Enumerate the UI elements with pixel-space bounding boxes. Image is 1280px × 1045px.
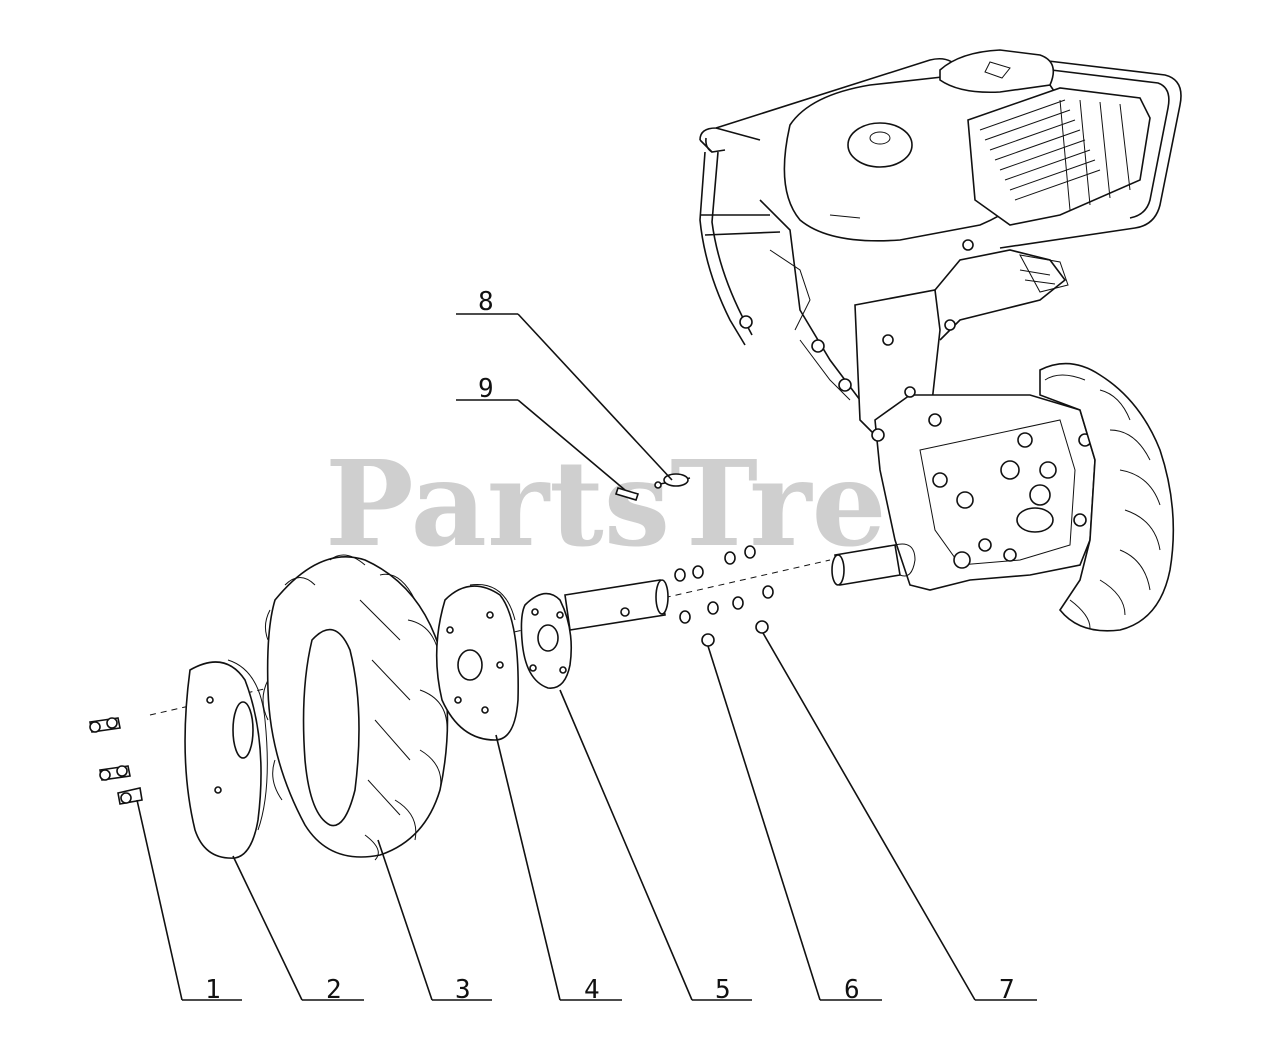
callout-8: 8 [478, 287, 494, 317]
part-2-hub-disc [184, 659, 268, 859]
watermark: PartsTree TM [325, 434, 962, 573]
watermark-text: PartsTree [325, 434, 962, 573]
callout-6: 6 [844, 975, 860, 1005]
callout-labels: 1 2 3 4 5 6 7 8 9 [205, 287, 1015, 1005]
part-3-tire [262, 554, 449, 861]
callout-9: 9 [478, 374, 494, 404]
callout-7: 7 [999, 975, 1015, 1005]
callout-1: 1 [205, 975, 221, 1005]
rear-wheel [1039, 362, 1175, 632]
part-6-washers [674, 545, 774, 624]
part-5-flange-hub [520, 579, 669, 689]
tiller-machine [699, 49, 1182, 632]
part-7-nuts [701, 620, 769, 647]
part-1-bolts [89, 717, 143, 805]
part-4-wheel-plate [435, 583, 519, 741]
callout-5: 5 [715, 975, 731, 1005]
part-9-pin [614, 487, 640, 501]
engine-grille [967, 87, 1151, 226]
callout-leaders [136, 313, 1037, 1001]
callout-2: 2 [326, 975, 342, 1005]
callout-3: 3 [455, 975, 471, 1005]
callout-4: 4 [584, 975, 600, 1005]
